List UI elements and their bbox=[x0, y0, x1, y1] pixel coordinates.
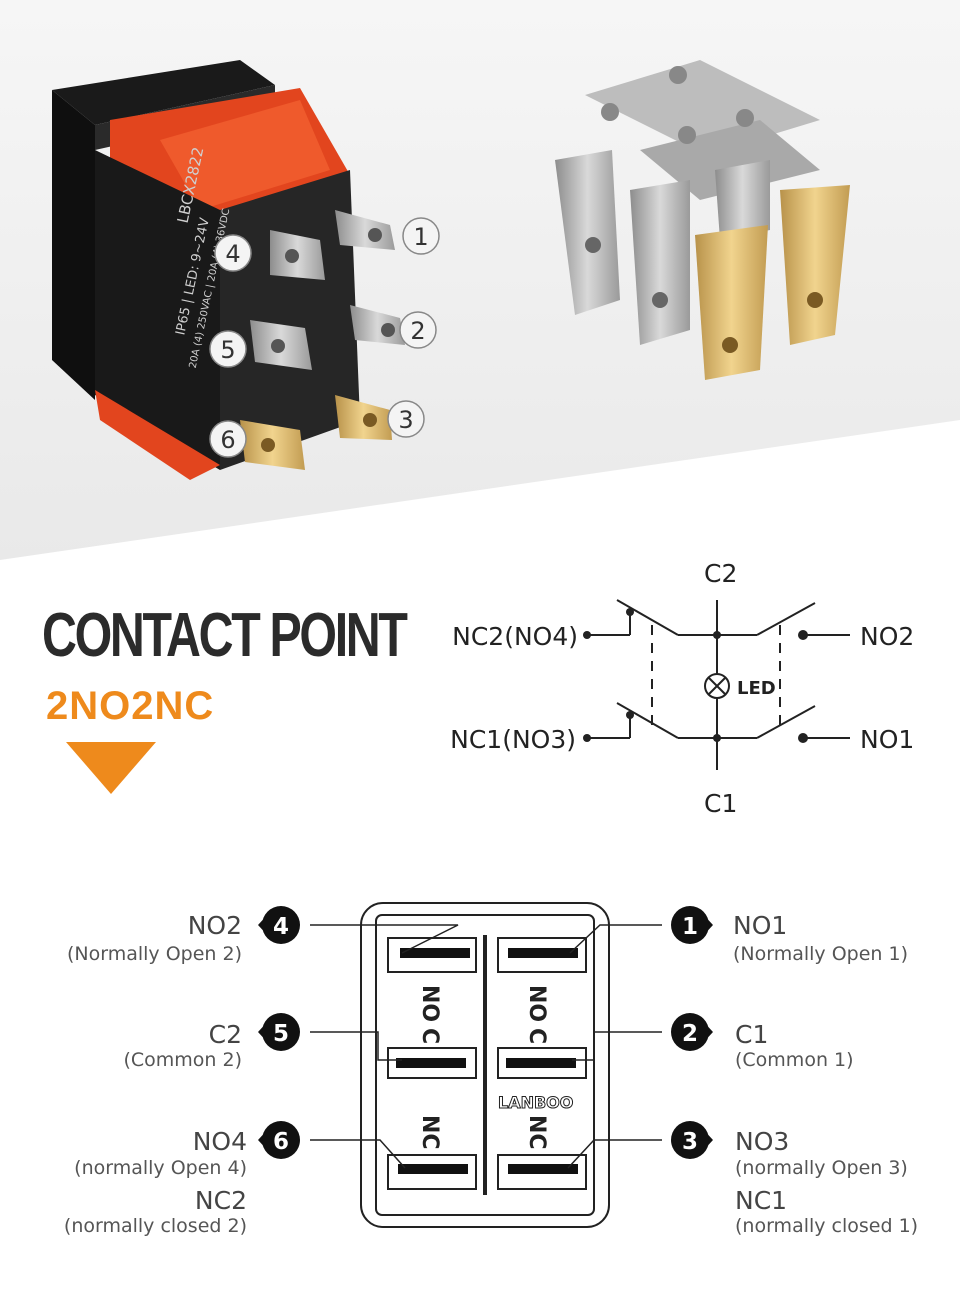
pin-badge-6: 6 bbox=[258, 1121, 300, 1159]
pin-5-desc: (Common 2) bbox=[123, 1049, 242, 1071]
pin-badge-1: 1 bbox=[671, 906, 713, 944]
contact-schematic: C2 C1 NC2(NO4) NC1(NO3) NO2 NO1 LED bbox=[450, 559, 914, 818]
pin-6-name: NO4 bbox=[193, 1127, 247, 1156]
svg-text:3: 3 bbox=[682, 1129, 698, 1155]
terminal-diagram: NO NO C C NC NC LANBOO 4 5 6 1 bbox=[64, 902, 918, 1237]
housing-label-nc-right: NC bbox=[524, 1115, 549, 1150]
pin-4-desc: (Normally Open 2) bbox=[67, 943, 242, 965]
label-c2: C2 bbox=[704, 559, 737, 588]
pin-3-name: NO3 bbox=[735, 1127, 789, 1156]
photo-callout-4: 4 bbox=[214, 234, 252, 272]
photo-callout-3: 3 bbox=[387, 400, 425, 438]
svg-text:3: 3 bbox=[398, 406, 413, 434]
photo-callout-1: 1 bbox=[402, 217, 440, 255]
pin-5-name: C2 bbox=[209, 1020, 242, 1049]
label-nc1-no3: NC1(NO3) bbox=[450, 725, 576, 754]
pin-3-desc: (normally Open 3) bbox=[735, 1157, 908, 1179]
section-title: CONTACT POINT bbox=[42, 601, 408, 670]
svg-text:5: 5 bbox=[273, 1021, 289, 1047]
internal-contacts-photo bbox=[555, 60, 850, 380]
label-c1: C1 bbox=[704, 789, 737, 818]
pin-1-name: NO1 bbox=[733, 911, 787, 940]
pin-2-desc: (Common 1) bbox=[735, 1049, 854, 1071]
svg-text:2: 2 bbox=[410, 317, 425, 345]
svg-text:6: 6 bbox=[220, 426, 235, 454]
label-nc2-no4: NC2(NO4) bbox=[452, 622, 578, 651]
label-no2: NO2 bbox=[860, 622, 914, 651]
svg-text:1: 1 bbox=[413, 223, 428, 251]
pin-badge-3: 3 bbox=[671, 1121, 713, 1159]
svg-text:4: 4 bbox=[273, 914, 289, 940]
pin-badge-5: 5 bbox=[258, 1013, 300, 1051]
pin-6-name2: NC2 bbox=[195, 1186, 247, 1215]
down-arrow-icon bbox=[66, 742, 156, 794]
svg-text:5: 5 bbox=[220, 336, 235, 364]
svg-text:4: 4 bbox=[225, 240, 240, 268]
photo-callout-6: 6 bbox=[209, 420, 247, 458]
svg-text:6: 6 bbox=[273, 1129, 289, 1155]
label-led: LED bbox=[737, 678, 776, 699]
housing-label-c-right: C bbox=[524, 1028, 549, 1044]
pin-3-name2: NC1 bbox=[735, 1186, 787, 1215]
svg-text:1: 1 bbox=[682, 914, 698, 940]
product-photo-area: LBCX2822 IP65 | LED: 9~24V 20A (4) 250VA… bbox=[0, 0, 960, 560]
photo-callout-5: 5 bbox=[209, 330, 247, 368]
housing-label-no-right: NO bbox=[524, 985, 549, 1022]
pin-4-name: NO2 bbox=[188, 911, 242, 940]
pin-6-desc: (normally Open 4) bbox=[74, 1157, 247, 1179]
svg-text:2: 2 bbox=[682, 1021, 698, 1047]
rocker-switch-photo: LBCX2822 IP65 | LED: 9~24V 20A (4) 250VA… bbox=[52, 60, 405, 480]
pin-2-name: C1 bbox=[735, 1020, 768, 1049]
housing-label-c-left: C bbox=[417, 1028, 442, 1044]
pin-6-desc2: (normally closed 2) bbox=[64, 1215, 247, 1237]
pin-badge-2: 2 bbox=[671, 1013, 713, 1051]
pin-1-desc: (Normally Open 1) bbox=[733, 943, 908, 965]
switch-housing bbox=[360, 902, 610, 1228]
pin-badge-4: 4 bbox=[258, 906, 300, 944]
brand-logo: LANBOO bbox=[498, 1093, 573, 1112]
housing-label-no-left: NO bbox=[417, 985, 442, 1022]
housing-label-nc-left: NC bbox=[417, 1115, 442, 1150]
pin-3-desc2: (normally closed 1) bbox=[735, 1215, 918, 1237]
section-subtitle: 2NO2NC bbox=[46, 684, 215, 728]
label-no1: NO1 bbox=[860, 725, 914, 754]
photo-callout-2: 2 bbox=[399, 311, 437, 349]
